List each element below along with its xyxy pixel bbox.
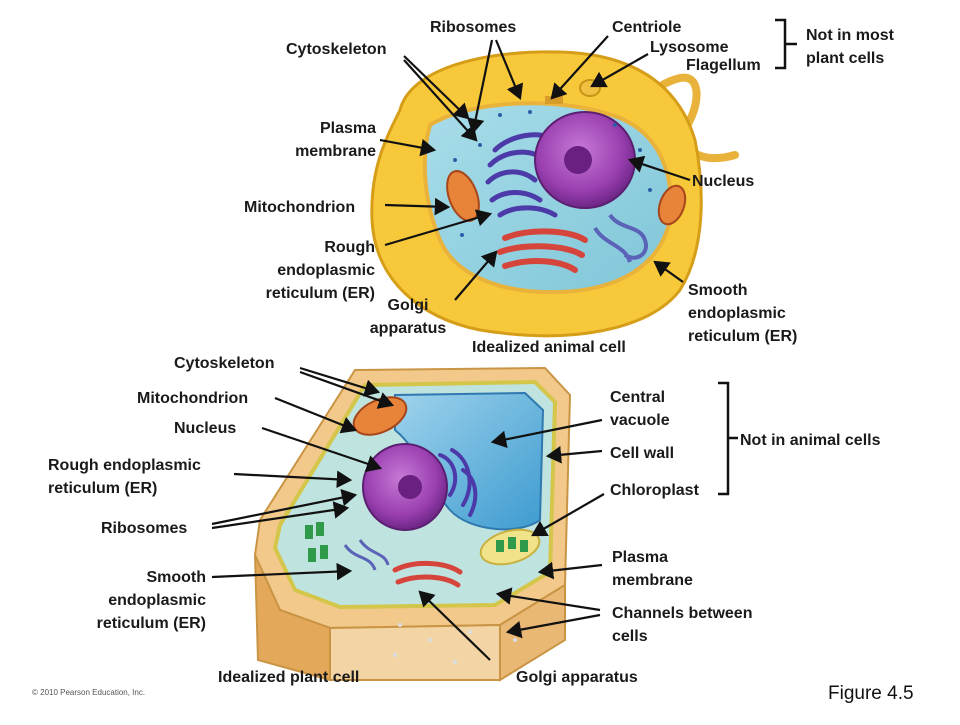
label-ribosomes-plant: Ribosomes (101, 520, 188, 537)
label-mitochondrion-plant: Mitochondrion (137, 390, 249, 407)
animal-leader-lines (379, 35, 691, 301)
label-plasma-membrane-animal: Plasma membrane (295, 120, 376, 160)
label-central-vacuole: Central vacuole (610, 389, 670, 429)
label-smooth-er-plant: Smooth endoplasmic reticulum (ER) (96, 569, 206, 632)
label-not-in-animal-cells: Not in animal cells (740, 432, 881, 449)
plant-nucleolus (398, 475, 422, 499)
label-cell-wall: Cell wall (610, 445, 675, 462)
animal-centriole (545, 96, 563, 104)
bracket-not-in-plant (775, 18, 797, 70)
label-rough-er-plant: Rough endoplasmic reticulum (ER) (48, 457, 201, 497)
label-plasma-membrane-plant: Plasma membrane (612, 549, 693, 589)
label-flagellum: Flagellum (686, 57, 761, 74)
animal-nucleolus (564, 146, 592, 174)
label-chloroplast: Chloroplast (610, 482, 699, 499)
label-mitochondrion-animal: Mitochondrion (244, 199, 356, 216)
plant-golgi (392, 560, 463, 588)
label-smooth-er-animal: Smooth endoplasmic reticulum (ER) (688, 282, 798, 345)
plant-smooth-er (343, 539, 390, 571)
plant-cell (253, 366, 572, 682)
plant-leader-lines (211, 366, 605, 661)
title-plant-cell: Idealized plant cell (218, 669, 360, 686)
plant-rough-er (438, 448, 478, 517)
title-animal-cell: Idealized animal cell (472, 339, 626, 356)
label-cytoskeleton-animal: Cytoskeleton (286, 41, 387, 58)
animal-smooth-er (593, 213, 648, 263)
label-ribosomes-animal: Ribosomes (430, 19, 517, 36)
label-lysosome: Lysosome (650, 39, 729, 56)
label-nucleus-plant: Nucleus (174, 420, 237, 437)
label-nucleus-animal: Nucleus (692, 173, 755, 190)
animal-golgi (497, 228, 588, 273)
label-not-in-most-plant-cells: Not in most plant cells (806, 27, 894, 67)
plant-channels (393, 623, 517, 664)
label-centriole: Centriole (612, 19, 682, 36)
plant-wall-side (499, 583, 566, 682)
label-cytoskeleton-plant: Cytoskeleton (174, 355, 275, 372)
animal-mitochondrion-2 (657, 184, 687, 226)
label-golgi-plant: Golgi apparatus (516, 669, 638, 686)
animal-rough-er (485, 132, 558, 218)
label-channels-between-cells: Channels between cells (612, 605, 753, 645)
label-golgi-animal: Golgi apparatus (369, 297, 447, 337)
figure-number: Figure 4.5 (828, 683, 914, 704)
plant-chloroplast-thylakoids (496, 537, 528, 552)
bracket-not-in-animal (718, 381, 738, 496)
copyright-notice: © 2010 Pearson Education, Inc. (32, 688, 146, 697)
plant-chloroplast-left (305, 522, 328, 562)
label-rough-er-animal: Rough endoplasmic reticulum (ER) (265, 239, 375, 302)
